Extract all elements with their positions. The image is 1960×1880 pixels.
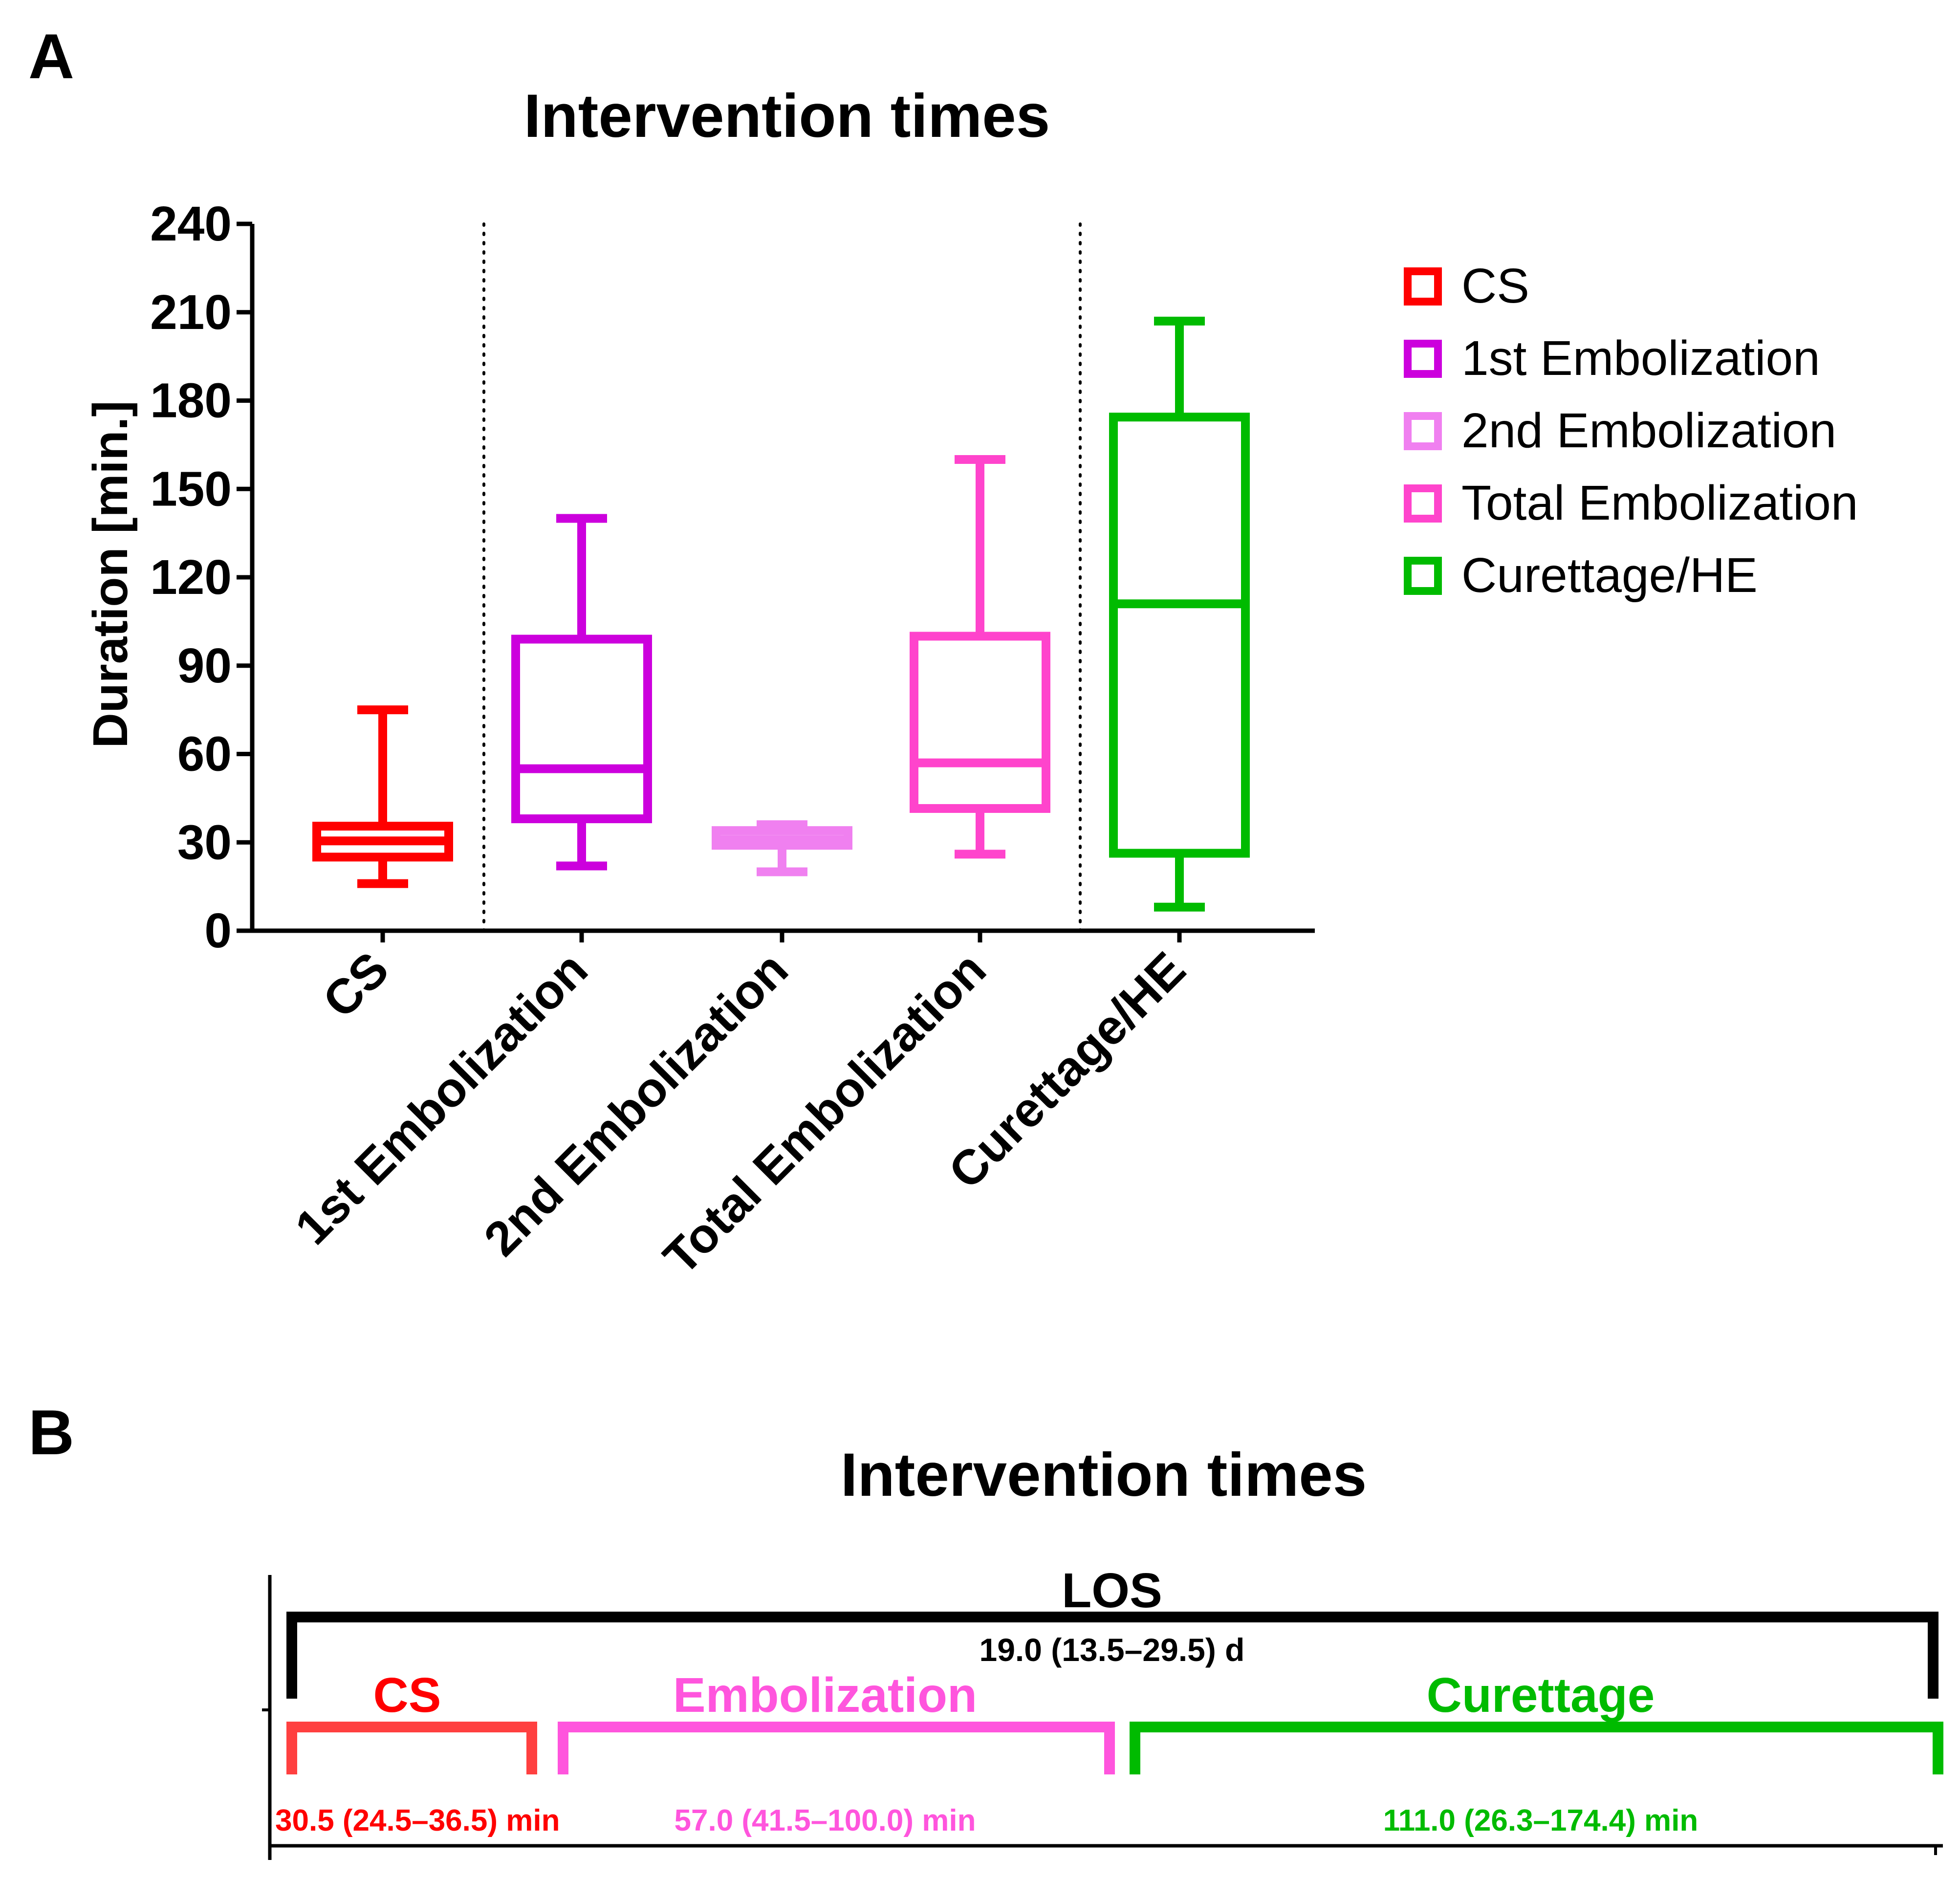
timeline-title: Intervention times xyxy=(841,1441,1367,1509)
y-tick-label: 60 xyxy=(177,727,232,782)
y-axis-label: Duration [min.] xyxy=(83,400,138,748)
x-tick-label: Total Embolization xyxy=(653,941,996,1285)
legend-swatch xyxy=(1404,267,1442,306)
legend-label: CS xyxy=(1461,259,1529,313)
iqr-box xyxy=(1109,413,1250,858)
y-tick-label: 30 xyxy=(177,815,232,870)
y-ticks: 0 30 60 90 120 150 180 210 240 xyxy=(150,197,252,958)
box-2 xyxy=(511,514,652,871)
legend-item: Total Embolization xyxy=(1404,476,1858,530)
box-4 xyxy=(910,455,1050,859)
cs-bracket xyxy=(286,1722,537,1774)
curettage-bracket xyxy=(1130,1722,1943,1774)
embolization-bracket xyxy=(558,1722,1115,1774)
legend-item: Curettage/HE xyxy=(1404,548,1758,603)
y-tick-label: 180 xyxy=(150,373,232,428)
legend-swatch xyxy=(1404,484,1442,523)
embolization-label: Embolization xyxy=(673,1668,977,1723)
iqr-box xyxy=(511,634,652,824)
legend-label: 2nd Embolization xyxy=(1461,403,1836,458)
y-tick-label: 150 xyxy=(150,461,232,516)
box-3 xyxy=(712,820,852,876)
panel-a-letter: A xyxy=(28,21,74,92)
legend-swatch xyxy=(1404,557,1442,595)
y-tick-label: 120 xyxy=(150,550,232,605)
curettage-value: 111.0 (26.3–174.4) min xyxy=(1383,1804,1699,1837)
curettage-label: Curettage xyxy=(1427,1668,1655,1723)
panel-a: A Intervention times Duration [min.] 0 30… xyxy=(28,21,1858,1285)
legend-swatch xyxy=(1404,340,1442,378)
boxes xyxy=(312,316,1250,912)
y-tick-label: 90 xyxy=(177,638,232,693)
y-tick-label: 210 xyxy=(150,285,232,340)
panel-b-letter: B xyxy=(28,1397,74,1468)
box-1 xyxy=(312,705,453,888)
y-tick-label: 240 xyxy=(150,197,232,251)
box-5 xyxy=(1109,316,1250,912)
cs-value: 30.5 (24.5–36.5) min xyxy=(275,1804,560,1837)
chart-title: Intervention times xyxy=(524,82,1050,150)
legend: CS 1st Embolization 2nd EmbolizationTotal … xyxy=(1404,259,1858,603)
legend-item: CS xyxy=(1404,259,1529,313)
y-tick-label: 0 xyxy=(204,903,232,958)
panel-b: B Intervention times LOS 19.0 (13.5–29.5… xyxy=(28,1397,1943,1860)
los-label: LOS xyxy=(1062,1563,1162,1618)
legend-label: Curettage/HE xyxy=(1461,548,1758,603)
cs-label: CS xyxy=(373,1668,441,1723)
los-bracket xyxy=(286,1612,1938,1699)
iqr-box xyxy=(910,632,1050,813)
embolization-value: 57.0 (41.5–100.0) min xyxy=(675,1804,976,1837)
legend-item: 1st Embolization xyxy=(1404,331,1820,386)
los-value: 19.0 (13.5–29.5) d xyxy=(979,1632,1244,1668)
x-tick-label: CS xyxy=(312,941,399,1028)
legend-swatch xyxy=(1404,412,1442,450)
legend-label: 1st Embolization xyxy=(1461,331,1820,386)
legend-item: 2nd Embolization xyxy=(1404,403,1836,458)
legend-label: Total Embolization xyxy=(1461,476,1858,530)
